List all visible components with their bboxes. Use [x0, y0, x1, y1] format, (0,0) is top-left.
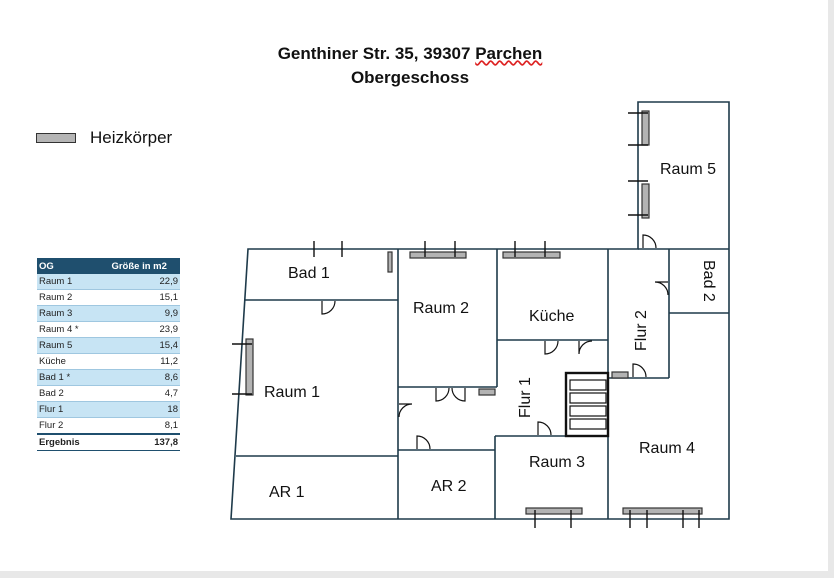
misspelled-word: Parchen	[475, 44, 543, 63]
room-label-flur2: Flur 2	[633, 310, 650, 351]
room-name: Raum 5	[37, 337, 99, 354]
radiator-icon	[525, 507, 583, 515]
radiator-legend-icon	[36, 133, 76, 143]
room-size: 8,6	[98, 369, 180, 386]
room-size: 4,7	[98, 385, 180, 402]
page-edge	[828, 0, 834, 578]
radiator-icon	[245, 338, 254, 396]
room-labels: Bad 1 Raum 1 AR 1 Raum 2 AR 2 Küche Flur…	[264, 161, 717, 501]
floor-title: Obergeschoss	[350, 68, 470, 87]
legend: Heizkörper	[36, 128, 172, 148]
room-label-raum1: Raum 1	[264, 384, 320, 401]
room-size: 22,9	[98, 274, 180, 290]
room-label-ar1: AR 1	[269, 484, 305, 501]
radiator-icon	[478, 388, 496, 396]
room-label-raum3: Raum 3	[529, 454, 585, 471]
room-name: Raum 2	[37, 289, 99, 306]
room-name: Bad 1 *	[37, 369, 99, 386]
radiator-icon	[387, 251, 393, 273]
page-edge	[0, 571, 834, 578]
doors	[321, 234, 669, 450]
room-size: 23,9	[98, 321, 180, 338]
door-icon	[654, 281, 669, 296]
table-row: Bad 1 *8,6	[37, 369, 180, 386]
room-size: 18	[98, 401, 180, 418]
total-value: 137,8	[98, 433, 180, 451]
header-floor: OG	[37, 258, 99, 274]
table-row: Raum 4 *23,9	[37, 321, 180, 338]
window-marks	[232, 112, 700, 528]
room-name: Bad 2	[37, 385, 99, 402]
room-label-flur1: Flur 1	[517, 377, 534, 418]
door-icon	[632, 363, 647, 378]
address-title: Genthiner Str. 35, 39307 Parchen	[277, 44, 543, 63]
room-label-raum2: Raum 2	[413, 300, 469, 317]
room-name: Raum 3	[37, 305, 99, 322]
room-name: Raum 4 *	[37, 321, 99, 338]
room-name: Raum 1	[37, 274, 99, 290]
staircase	[564, 371, 610, 438]
radiators	[245, 110, 703, 515]
door-icon	[537, 421, 552, 436]
radiator-icon	[641, 183, 650, 219]
door-icon	[321, 300, 336, 315]
room-size: 11,2	[98, 353, 180, 370]
header-size: Größe in m2	[98, 258, 180, 274]
room-size: 15,4	[98, 337, 180, 354]
room-label-bad1: Bad 1	[288, 265, 330, 282]
radiator-icon	[611, 371, 629, 379]
room-label-raum4: Raum 4	[639, 440, 695, 457]
room-name: Flur 1	[37, 401, 99, 418]
room-name: Flur 2	[37, 417, 99, 435]
door-icon	[451, 387, 466, 402]
radiator-icon	[622, 507, 703, 515]
radiator-icon	[641, 110, 650, 146]
room-size: 8,1	[98, 417, 180, 435]
radiator-icon	[409, 251, 467, 259]
legend-label: Heizkörper	[90, 128, 173, 147]
room-label-raum5: Raum 5	[660, 161, 716, 178]
door-icon	[416, 435, 431, 450]
room-size: 9,9	[98, 305, 180, 322]
door-icon	[578, 340, 593, 355]
radiator-icon	[502, 251, 561, 259]
door-icon	[642, 234, 657, 249]
room-size: 15,1	[98, 289, 180, 306]
table-header: OG Größe in m2	[37, 258, 180, 274]
room-label-bad2: Bad 2	[700, 260, 717, 302]
door-icon	[398, 403, 413, 418]
door-icon	[435, 387, 450, 402]
total-label: Ergebnis	[37, 433, 99, 451]
door-icon	[544, 340, 559, 355]
room-name: Küche	[37, 353, 99, 370]
room-label-kueche: Küche	[529, 308, 574, 325]
room-label-ar2: AR 2	[431, 478, 467, 495]
